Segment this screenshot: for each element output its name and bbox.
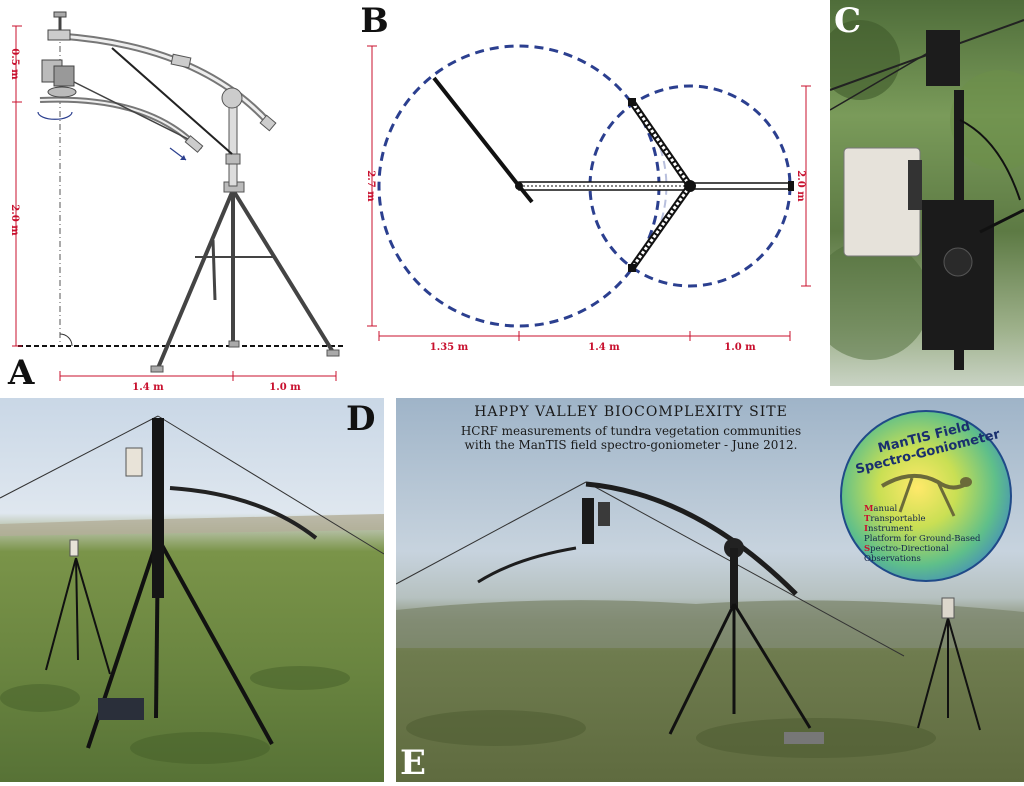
panel-e-photo: HAPPY VALLEY BIOCOMPLEXITY SITE HCRF mea… (396, 398, 1024, 782)
rotation-arrow (37, 111, 73, 120)
rotating-arm (432, 76, 521, 188)
dim-left-base: 1.4 m (132, 382, 164, 393)
acronym-line: Instrument (864, 524, 913, 534)
support-cable (111, 47, 233, 155)
main-arc-e (585, 481, 798, 596)
acronym-line: Platform for Ground-Based (864, 534, 981, 544)
head-clamp (47, 29, 71, 41)
dim-left-height: 2.7 m (365, 170, 376, 202)
small-tripod-e (917, 617, 981, 731)
tripod-e (668, 603, 812, 735)
mantis-logo: ManTIS Field Spectro-Goniometer Manual T… (840, 410, 1012, 582)
panel-label-b: B (362, 1, 389, 41)
mantis-icon (880, 474, 972, 517)
dim-mast-height: 2.0 m (9, 204, 20, 236)
mast-d (152, 418, 164, 598)
small-tripod-d (45, 557, 111, 675)
mast-e (730, 548, 738, 608)
acronym-line: Manual (864, 504, 898, 514)
dimension-lines-b (367, 45, 811, 341)
dim-top-height: 0.5 m (9, 48, 20, 80)
caption-line-2: with the ManTIS field spectro-goniometer… (464, 438, 798, 452)
dim-right-height: 2.0 m (795, 170, 806, 202)
panel-d-photo: D (0, 398, 384, 782)
acronym-line: Transportable (864, 514, 926, 524)
dim-span-left: 1.35 m (430, 342, 469, 353)
sensor-head (926, 30, 960, 86)
dimension-lines (12, 25, 337, 381)
panel-label-c: C (834, 1, 862, 41)
panel-label-d: D (346, 399, 376, 439)
panel-c-photo: C (830, 0, 1024, 386)
panel-b: 2.7 m 2.0 m 1.35 m 1.4 m 1.0 m B (362, 0, 828, 394)
tripod (156, 188, 335, 369)
hub (684, 180, 696, 192)
sensor-arm-e (477, 546, 577, 584)
dim-span-right: 1.0 m (724, 342, 756, 353)
panel-a-drawing: 0.5 m 2.0 m 1.4 m 1.0 m (9, 11, 346, 393)
panel-a: 0.5 m 2.0 m 1.4 m 1.0 m A (0, 0, 370, 394)
caption-line-1: HCRF measurements of tundra vegetation c… (460, 424, 802, 438)
main-arc (59, 32, 273, 127)
dim-span-mid: 1.4 m (588, 342, 620, 353)
acronym-line: Spectro-Directional Observations (864, 544, 949, 564)
dim-right-base: 1.0 m (269, 382, 301, 393)
panel-label-a: A (8, 353, 35, 393)
arc-d (169, 486, 318, 540)
sensor-arm (39, 96, 203, 153)
panel-label-e: E (400, 743, 426, 782)
logo-acronym: Manual Transportable Instrument Platform… (864, 504, 1004, 564)
angle-mark (59, 333, 73, 347)
mast (228, 95, 238, 187)
caption-title: HAPPY VALLEY BIOCOMPLEXITY SITE (474, 404, 788, 420)
panel-b-drawing: 2.7 m 2.0 m 1.35 m 1.4 m 1.0 m (365, 44, 811, 353)
